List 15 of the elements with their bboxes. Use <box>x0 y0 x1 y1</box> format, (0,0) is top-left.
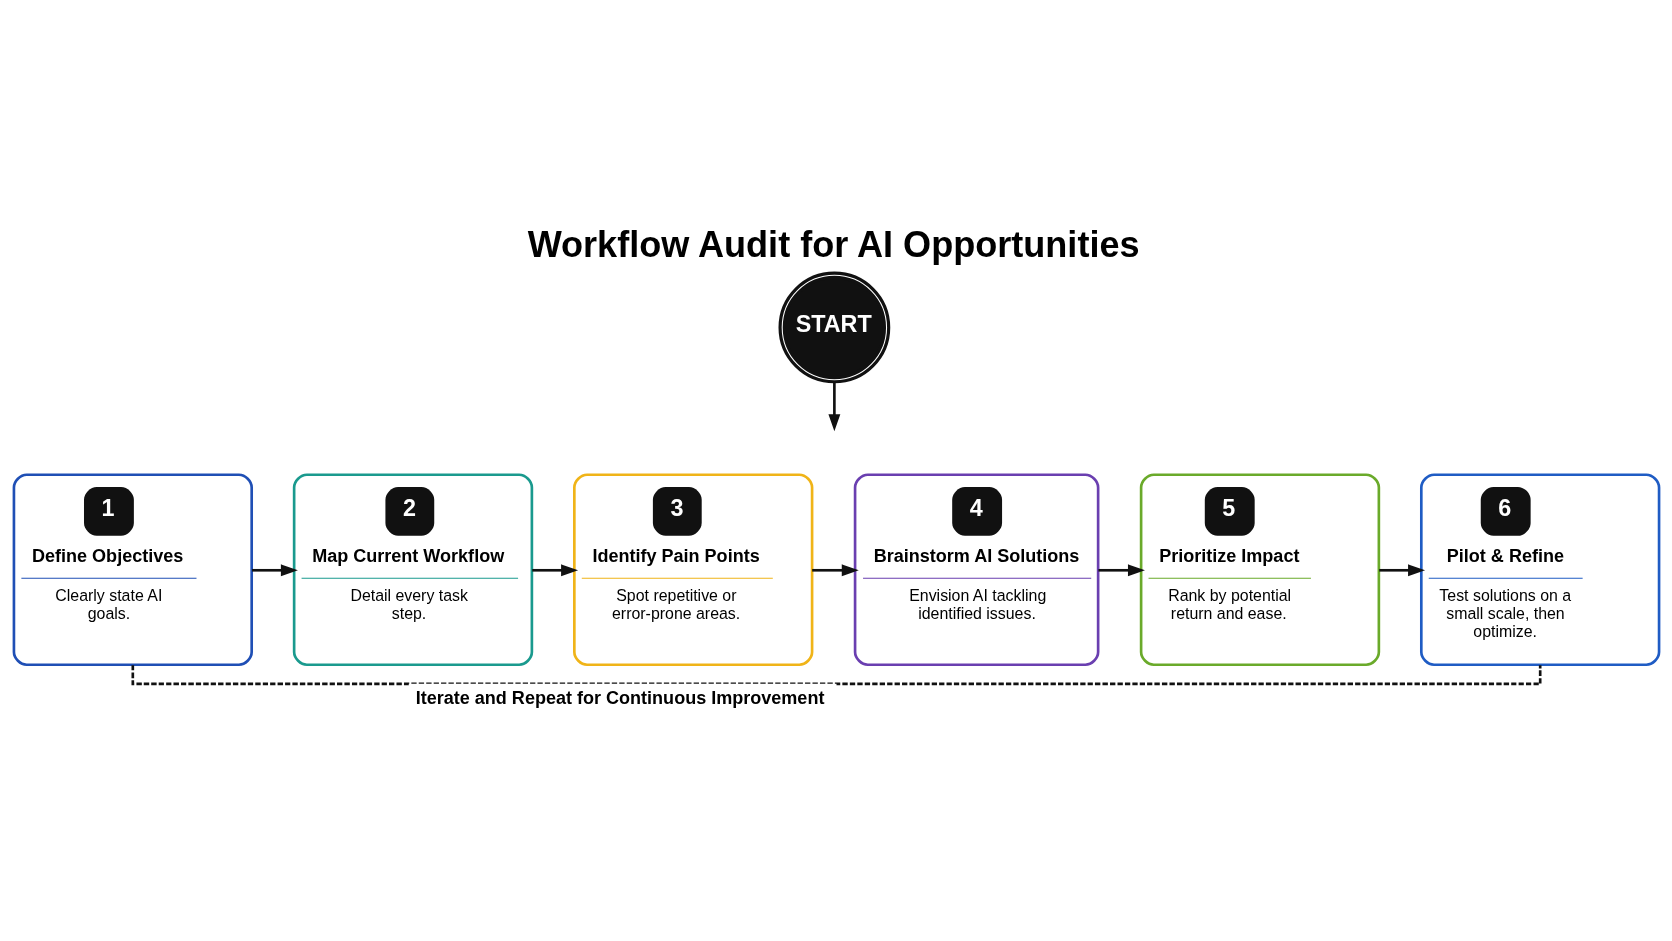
arrow <box>1097 563 1145 576</box>
node-box: 1 Define Objectives Clearly state AI goals. <box>12 472 253 666</box>
node-box: 3 Identify Pain Points Spot repetitive or error-prone areas. <box>572 472 813 666</box>
diagram-title: Workflow Audit for AI Opportunities <box>527 223 1140 265</box>
arrow <box>827 381 840 431</box>
node-circle: START <box>778 271 890 383</box>
arrow <box>1378 563 1425 576</box>
arrow <box>251 563 298 576</box>
node-box: 2 Map Current Workflow Detail every task step. <box>292 472 533 666</box>
node-box: 5 Prioritize Impact Rank by potential return and ease. <box>1139 472 1380 666</box>
node-box: 4 Brainstorm AI Solutions Envision AI tackling identified issues. <box>853 472 1099 666</box>
arrow <box>531 563 578 576</box>
edge-label: Iterate and Repeat for Continuous Improvement <box>415 687 824 708</box>
arrow <box>811 563 859 576</box>
node-box: 6 Pilot & Refine Test solutions on a small scale, then optimize. <box>1419 472 1660 666</box>
